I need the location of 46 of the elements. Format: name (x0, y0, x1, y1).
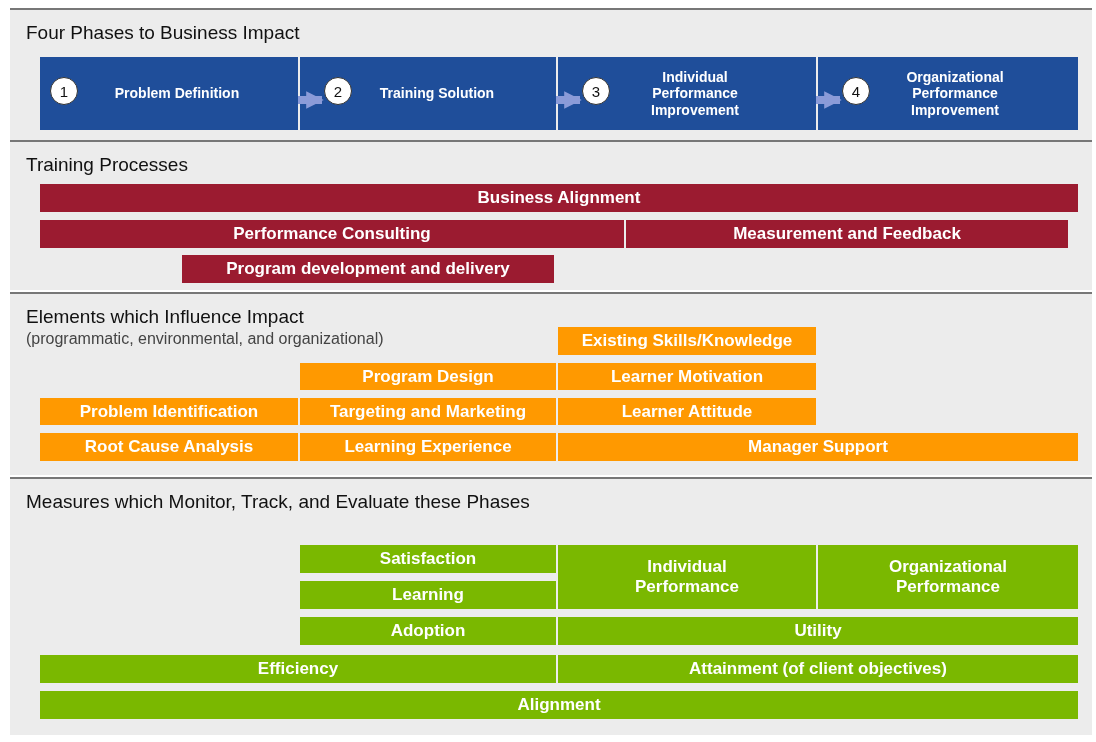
phase-box (558, 57, 816, 130)
process-bar: Performance Consulting (40, 220, 624, 248)
number-circle: 1 (50, 77, 78, 105)
element-bar: Existing Skills/Knowledge (558, 327, 816, 355)
measure-bar: Learning (300, 581, 556, 609)
process-bar: Business Alignment (40, 184, 1078, 212)
phase-box (818, 57, 1078, 130)
measure-bar: Utility (558, 617, 1078, 645)
phase-label: Individual Performance Improvement (650, 69, 740, 118)
phase-box (300, 57, 556, 130)
phase-label: Training Solution (378, 85, 496, 102)
measure-bar: Satisfaction (300, 545, 556, 573)
measure-bar: Adoption (300, 617, 556, 645)
arrow (556, 91, 582, 109)
section-subheading: (programmatic, environmental, and organizational) (26, 330, 384, 348)
element-bar: Targeting and Marketing (300, 398, 556, 425)
processes-band (10, 140, 1092, 290)
phase-label: Problem Definition (113, 85, 241, 102)
element-bar: Learner Motivation (558, 363, 816, 390)
arrow (298, 91, 324, 109)
element-bar: Root Cause Analysis (40, 433, 298, 461)
element-bar: Learning Experience (300, 433, 556, 461)
elements-band (10, 292, 1092, 475)
measure-bar: Attainment (of client objectives) (558, 655, 1078, 683)
section-heading: Elements which Influence Impact (26, 306, 304, 328)
phase-label: Organizational Performance Improvement (905, 69, 1005, 118)
element-bar: Program Design (300, 363, 556, 390)
element-bar: Problem Identification (40, 398, 298, 425)
measure-bar: Efficiency (40, 655, 556, 683)
number-circle: 3 (582, 77, 610, 105)
measures-band (10, 477, 1092, 735)
section-heading: Measures which Monitor, Track, and Evaluate these Phases (26, 491, 530, 513)
process-bar: Program development and delivery (182, 255, 554, 283)
number-circle: 4 (842, 77, 870, 105)
process-bar: Measurement and Feedback (626, 220, 1068, 248)
element-bar: Manager Support (558, 433, 1078, 461)
arrow (816, 91, 842, 109)
measure-bar: Alignment (40, 691, 1078, 719)
section-heading: Training Processes (26, 154, 188, 176)
phase-box (40, 57, 298, 130)
measure-bar: Individual Performance (558, 545, 816, 609)
phases-band (10, 8, 1092, 140)
section-heading: Four Phases to Business Impact (26, 22, 300, 44)
element-bar: Learner Attitude (558, 398, 816, 425)
measure-bar: Organizational Performance (818, 545, 1078, 609)
number-circle: 2 (324, 77, 352, 105)
